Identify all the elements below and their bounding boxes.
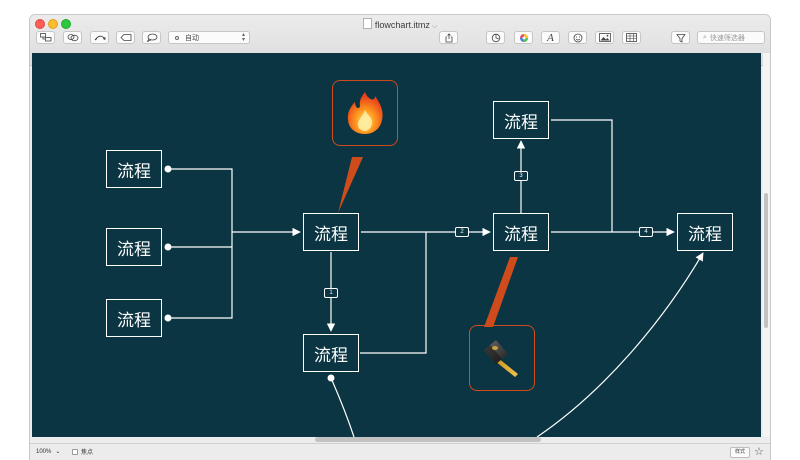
zoom-select[interactable]: 100%⌄ [36,448,60,455]
focus-toggle[interactable]: 焦点 [72,447,93,456]
status-bar: 100%⌄ 焦点 样式 ☆ [30,443,770,460]
search-icon: ⌕ [703,33,707,41]
topic-node-below[interactable]: 流程 [303,334,359,372]
topic-node-top[interactable]: 流程 [493,101,549,139]
hammer-callout-tail [484,257,518,327]
zoom-window-button[interactable] [61,19,71,29]
relationship-badge[interactable]: 1 [324,288,338,298]
horizontal-scrollbar[interactable] [32,437,761,443]
cloud-icon [67,34,78,42]
topic-label: 流程 [504,224,538,244]
topic-label: 流程 [314,345,348,365]
connection-lines [164,119,704,437]
topic-label: 流程 [504,112,538,132]
style-label: 样式 [735,449,746,455]
filter-button[interactable] [671,31,690,44]
chevron-down-icon: ⌄ [55,449,61,455]
style-dot-icon [175,35,179,40]
focus-checkbox[interactable] [72,448,78,455]
add-label-button[interactable] [116,31,135,44]
image-icon [598,33,611,42]
topic-node-input3[interactable]: 流程 [106,299,162,337]
handle-dot[interactable] [164,165,172,173]
colors-button[interactable] [514,31,533,44]
relationship-curve-end [536,252,704,437]
emoji-button[interactable] [568,31,587,44]
topic-node-input1[interactable]: 流程 [106,150,162,188]
fire-icon [347,92,383,134]
document-title[interactable]: flowchart.itmz⌵ [30,18,770,31]
speech-bubble-icon [146,33,157,42]
insert-image-button[interactable] [595,31,614,44]
minimize-window-button[interactable] [48,19,58,29]
table-grid-icon [626,33,637,42]
outline-table-button[interactable] [622,31,641,44]
hammer-icon [484,340,518,377]
search-placeholder: 快速筛选器 [709,34,745,42]
scrollbar-thumb[interactable] [764,193,768,328]
topic-node-end[interactable]: 流程 [677,213,733,251]
share-button[interactable] [439,31,458,44]
funnel-icon [675,33,686,43]
color-wheel-icon [519,33,528,42]
smiley-icon [573,33,582,42]
topic-node-mid[interactable]: 流程 [493,213,549,251]
style-select-value: 自动 [185,34,199,42]
relationship-badge[interactable]: 3 [514,171,528,181]
app-window: flowchart.itmz⌵ 自动 ▴▾ [30,15,770,460]
focus-label: 焦点 [81,450,94,456]
document-icon [362,18,372,29]
connector-below-main [360,232,427,354]
topic-label: 流程 [117,161,151,181]
updown-arrows-icon: ▴▾ [241,31,245,43]
sticker-icon [491,33,500,42]
add-topic-button[interactable] [36,31,55,44]
connector-input1-input3 [168,168,233,319]
add-relationship-button[interactable] [90,31,109,44]
handle-dot[interactable] [164,314,172,322]
relationship-badge[interactable]: 4 [639,227,653,237]
stickers-button[interactable] [486,31,505,44]
handle-dot[interactable] [164,243,172,251]
relationship-curve-start [330,377,355,437]
share-icon [445,32,452,42]
scrollbar-thumb[interactable] [315,437,541,442]
handle-dot[interactable] [327,374,335,382]
zoom-value: 100% [36,449,52,455]
fire-callout[interactable] [332,80,398,146]
topic-label: 流程 [314,224,348,244]
document-title-text: flowchart.itmz [374,20,430,30]
relationship-arrow-icon [94,35,105,41]
fonts-button[interactable]: A [541,31,560,44]
fire-callout-tail [338,157,363,213]
chevron-down-icon: ⌵ [431,23,438,30]
quick-filter-search-input[interactable]: ⌕ 快速筛选器 [697,31,765,44]
style-select[interactable]: 自动 ▴▾ [168,31,250,44]
add-comment-button[interactable] [142,31,161,44]
tag-icon [119,34,131,41]
hammer-callout[interactable] [469,325,535,391]
add-cloud-button[interactable] [63,31,82,44]
font-a-icon: A [547,31,554,44]
topic-icon [39,33,51,42]
relationship-badge[interactable]: 2 [455,227,469,237]
star-icon[interactable]: ☆ [754,446,764,458]
map-canvas[interactable]: 流程 流程 流程 流程 流程 流程 流程 流程 1 2 3 4 [32,53,761,437]
topic-node-input2[interactable]: 流程 [106,228,162,266]
topic-label: 流程 [688,224,722,244]
style-panel-button[interactable]: 样式 [730,447,751,458]
vertical-scrollbar[interactable] [763,53,770,437]
topic-node-center[interactable]: 流程 [303,213,359,251]
topic-label: 流程 [117,239,151,259]
close-window-button[interactable] [35,19,45,29]
connector-top-end [551,119,613,232]
topic-label: 流程 [117,310,151,330]
